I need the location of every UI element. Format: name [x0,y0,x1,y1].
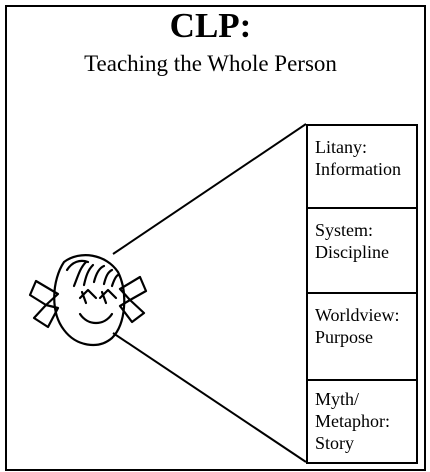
diagram-title: CLP: [169,6,252,45]
layer-myth-line-2: Metaphor: [315,411,390,431]
cone-top-line [112,123,307,255]
layer-box-myth: Myth/ Metaphor: Story [306,379,418,464]
girl-face-icon [28,254,148,347]
layer-system-line-2: Discipline [315,242,389,262]
layer-worldview-line-1: Worldview: [315,305,400,325]
layer-myth-line-3: Story [315,433,355,453]
layer-box-worldview: Worldview: Purpose [306,292,418,381]
layer-system-line-1: System: [315,220,374,240]
layer-litany-line-1: Litany: [315,137,367,157]
layer-box-litany: Litany: Information [306,124,418,209]
layer-litany-line-2: Information [315,159,401,179]
cone-bottom-line [112,332,307,463]
layer-myth-line-1: Myth/ [315,389,360,409]
diagram-subtitle: Teaching the Whole Person [84,51,337,76]
layer-worldview-line-2: Purpose [315,327,373,347]
layer-box-system: System: Discipline [306,207,418,294]
